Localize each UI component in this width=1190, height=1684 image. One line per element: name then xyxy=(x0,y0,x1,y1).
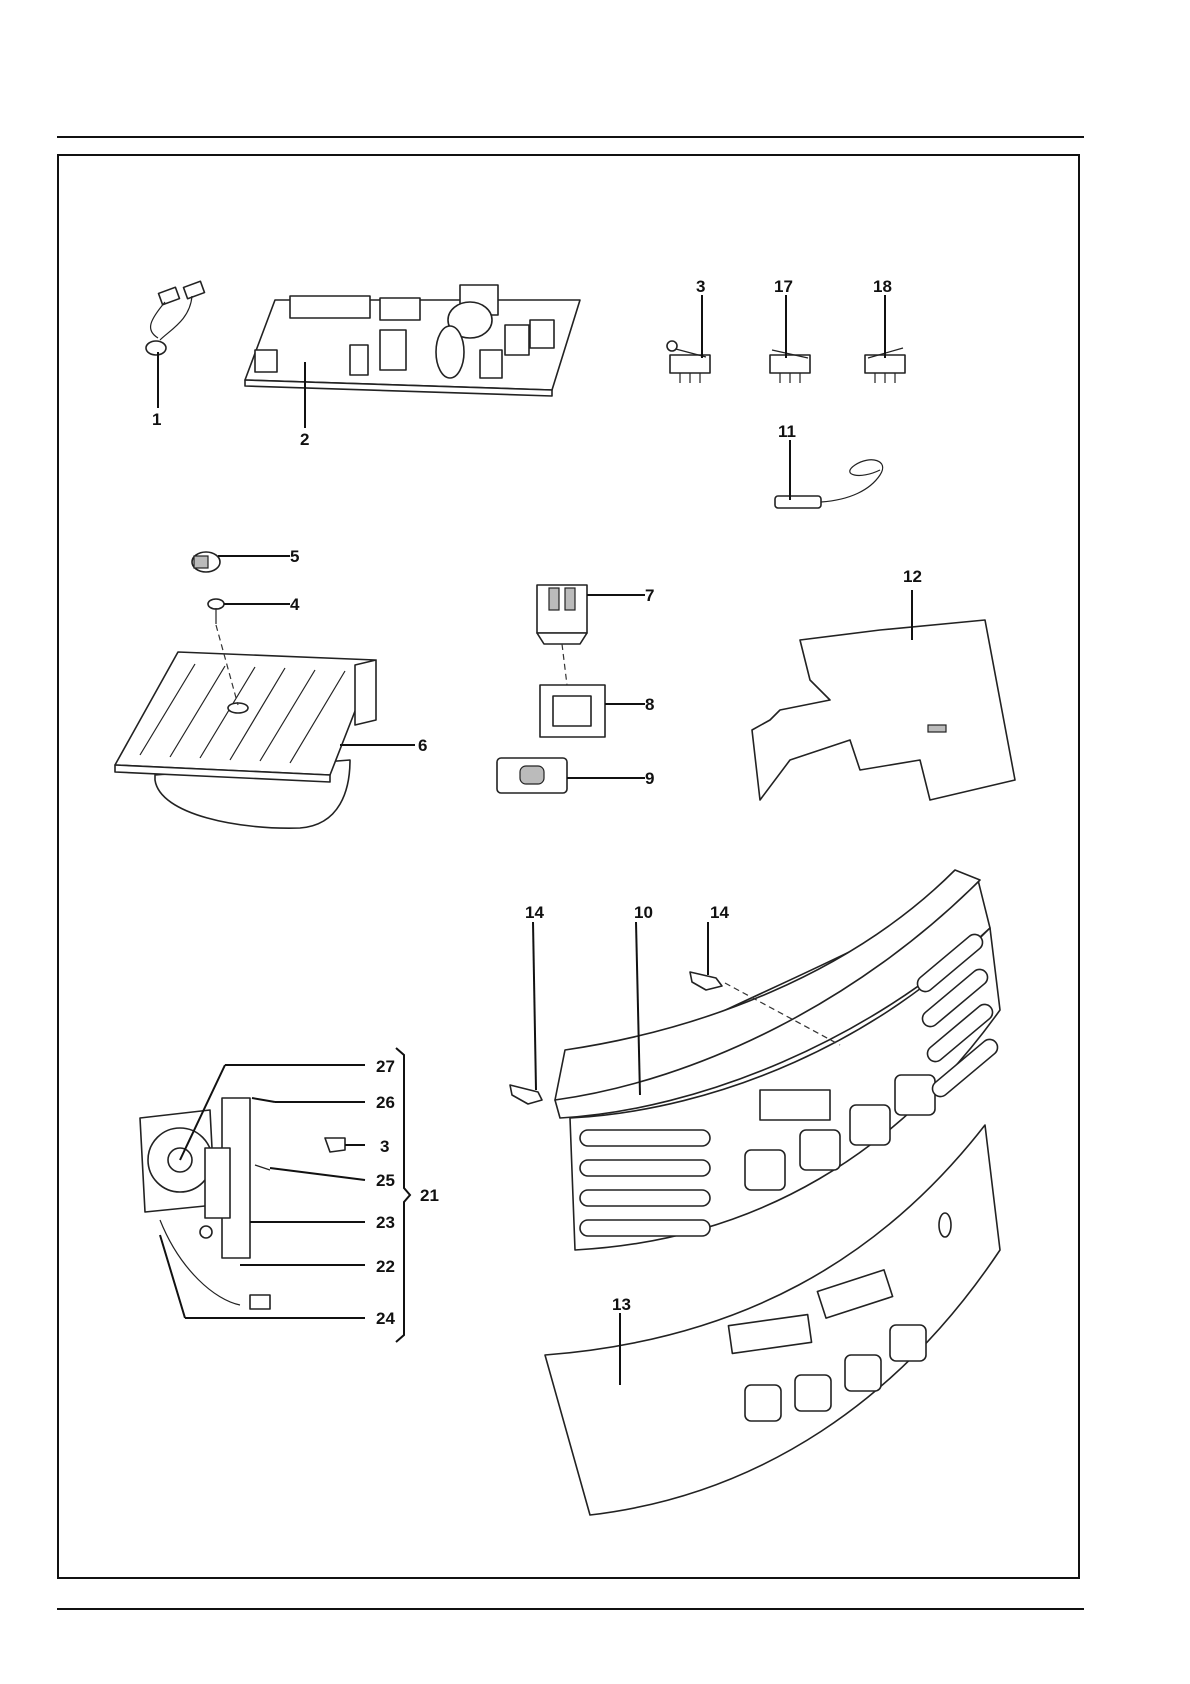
label-13: 13 xyxy=(612,1295,631,1314)
label-8: 8 xyxy=(645,695,654,714)
label-21: 21 xyxy=(420,1186,439,1205)
part-2-control-board xyxy=(245,285,580,428)
part-12-mounting-bracket xyxy=(752,590,1015,800)
label-10: 10 xyxy=(634,903,653,922)
label-27: 27 xyxy=(376,1057,395,1076)
part-1-sensor xyxy=(146,281,205,408)
label-4: 4 xyxy=(290,595,300,614)
label-23: 23 xyxy=(376,1213,395,1232)
label-12: 12 xyxy=(903,567,922,586)
part-5-knob xyxy=(192,552,290,572)
label-25: 25 xyxy=(376,1171,395,1190)
part-4-screw xyxy=(208,599,290,624)
label-26: 26 xyxy=(376,1093,395,1112)
part-3-microswitch xyxy=(667,295,710,383)
label-3: 3 xyxy=(696,277,705,296)
label-2: 2 xyxy=(300,430,309,449)
label-14-left: 14 xyxy=(525,903,544,922)
label-1: 1 xyxy=(152,410,161,429)
label-6: 6 xyxy=(418,736,427,755)
label-22: 22 xyxy=(376,1257,395,1276)
part-18-microswitch xyxy=(865,295,905,383)
part-21-fan-assembly xyxy=(140,1048,410,1342)
label-17: 17 xyxy=(774,277,793,296)
label-24: 24 xyxy=(376,1309,395,1328)
part-14-clip-left xyxy=(510,922,542,1104)
label-14-right: 14 xyxy=(710,903,729,922)
part-6-grille xyxy=(115,625,415,828)
label-5: 5 xyxy=(290,547,299,566)
label-7: 7 xyxy=(645,586,654,605)
label-3-fan: 3 xyxy=(380,1137,389,1156)
part-7-rocker-switch xyxy=(537,585,645,644)
label-11: 11 xyxy=(778,422,796,441)
part-9-switch-cover xyxy=(497,758,645,793)
part-11-temperature-probe xyxy=(775,440,883,508)
part-14-clip-right xyxy=(690,922,722,990)
part-17-microswitch xyxy=(770,295,810,383)
label-18: 18 xyxy=(873,277,892,296)
label-9: 9 xyxy=(645,769,654,788)
part-8-switch-bracket xyxy=(540,644,645,737)
